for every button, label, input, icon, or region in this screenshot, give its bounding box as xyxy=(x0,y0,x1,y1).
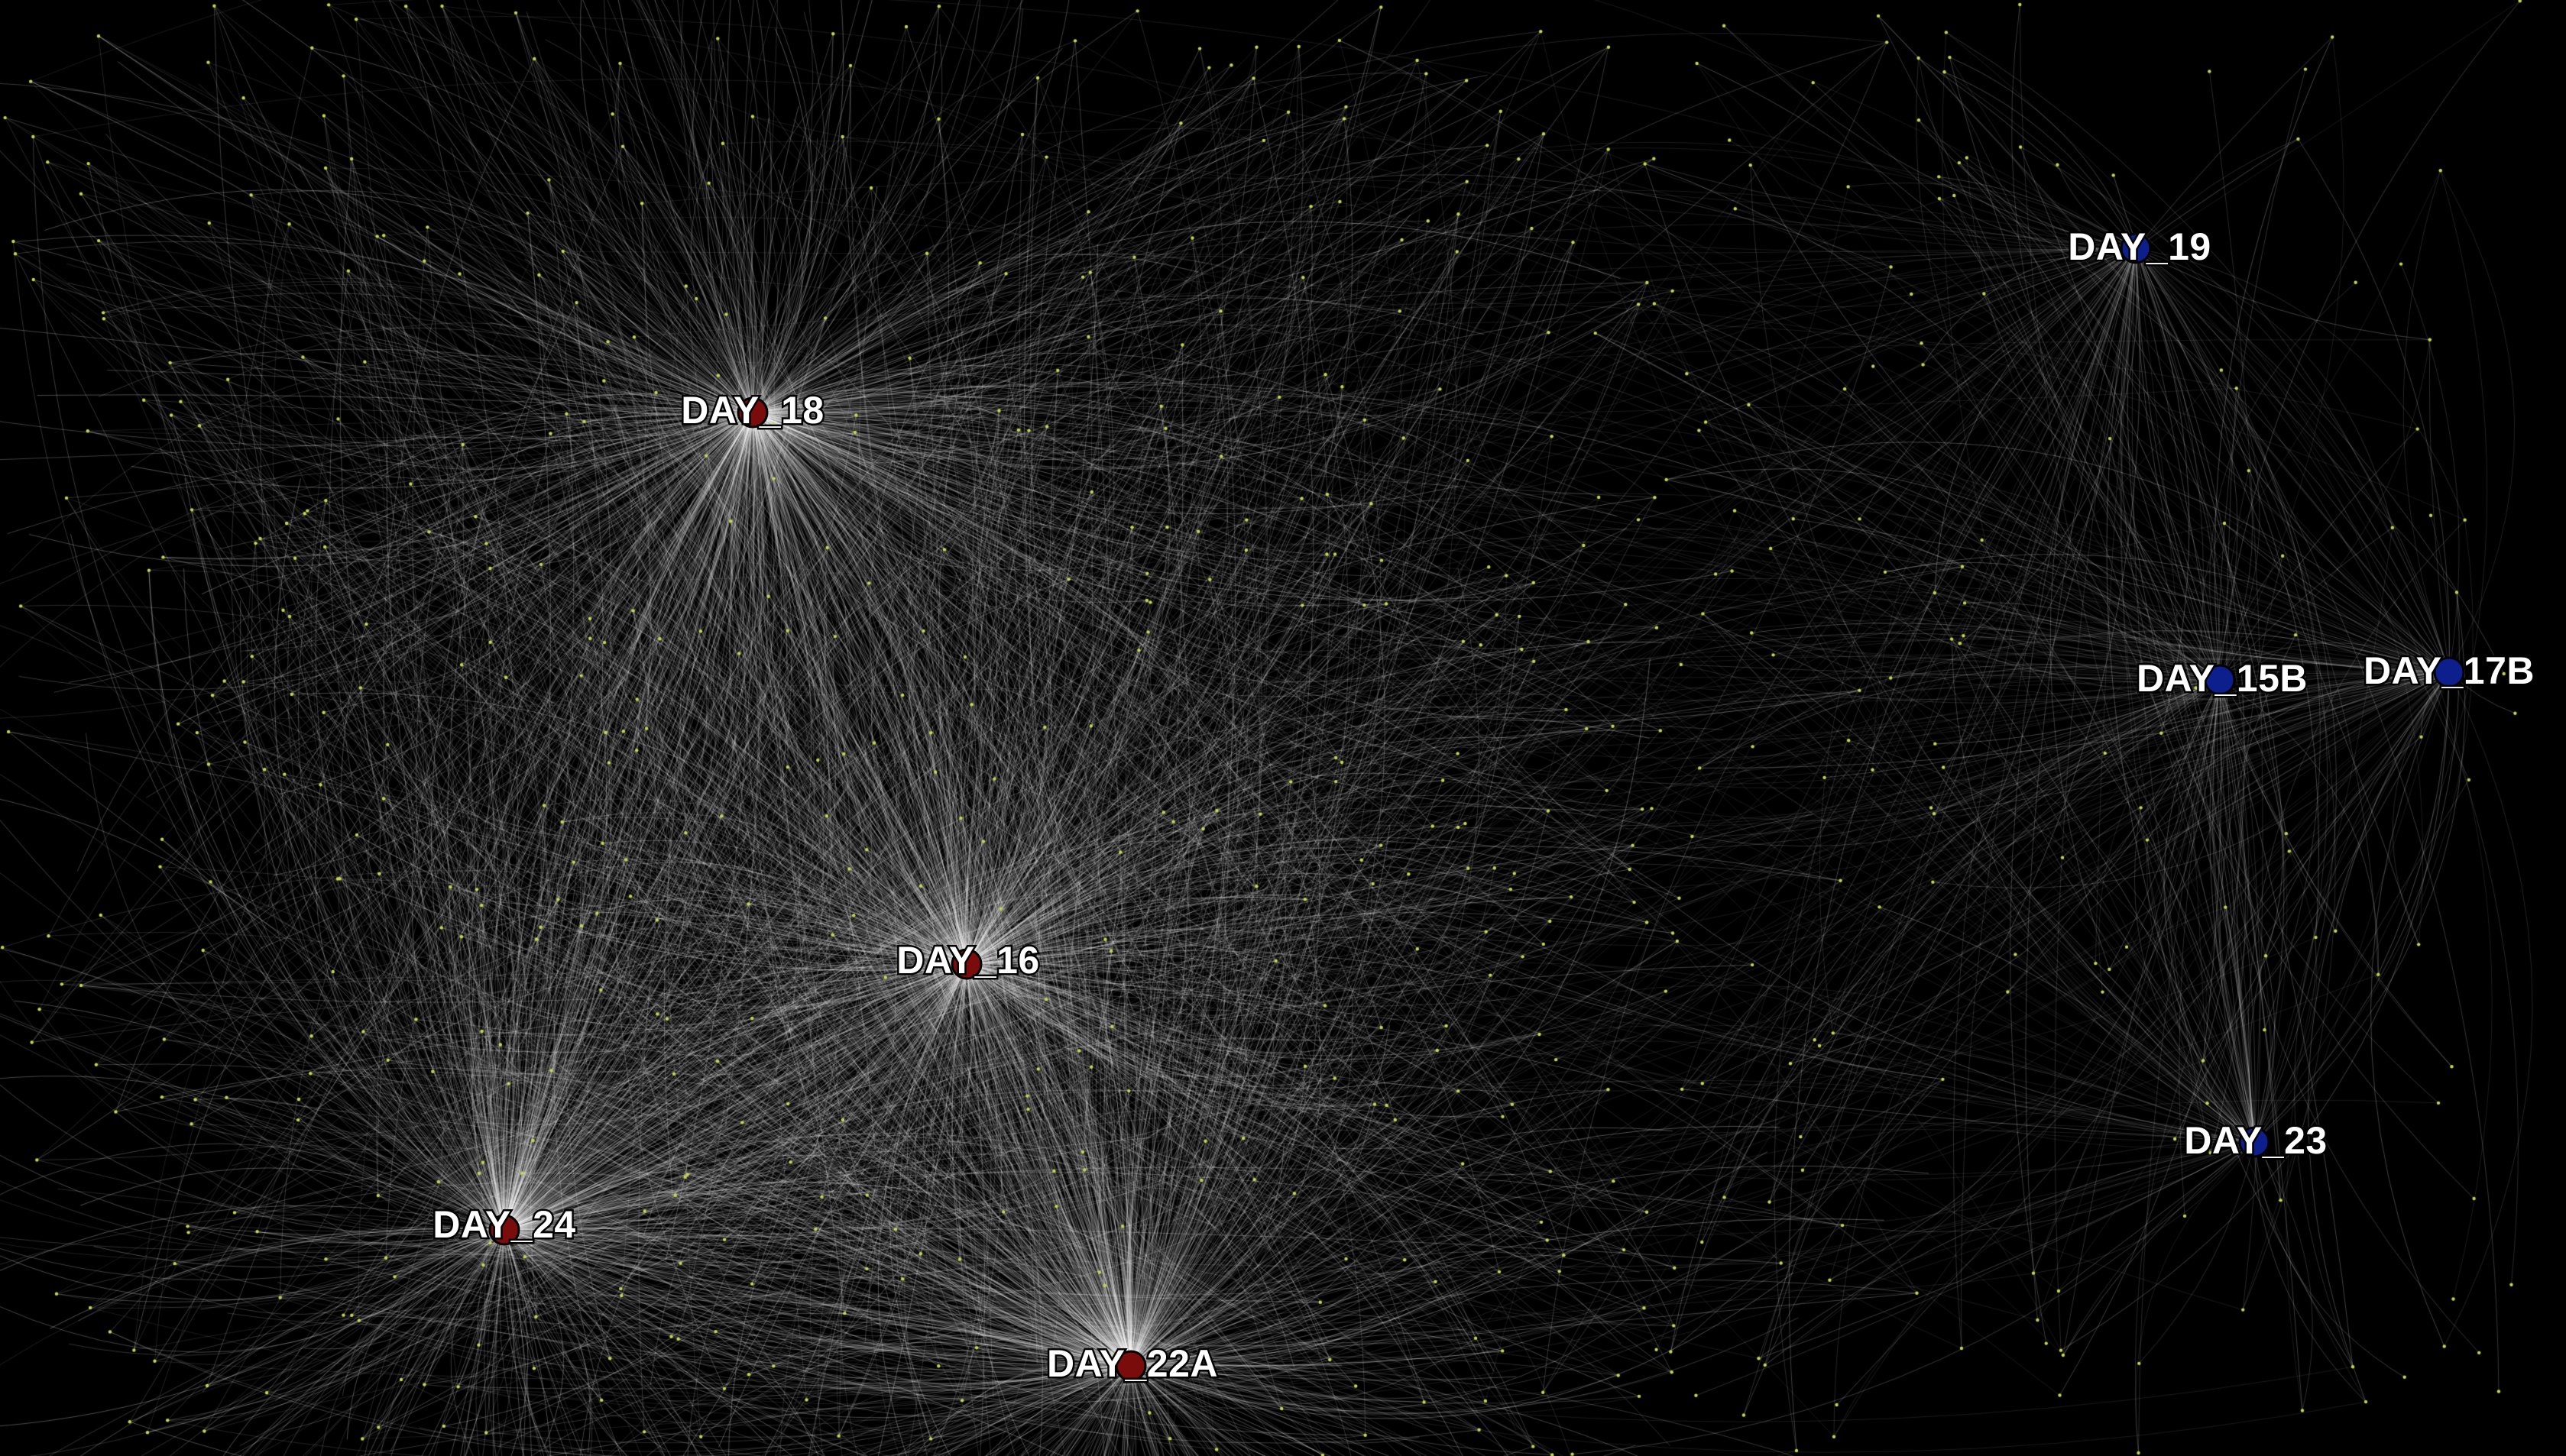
hub-day22a[interactable]: DAY_22A xyxy=(1045,1341,1220,1387)
hub-label: DAY_17B xyxy=(2364,649,2535,692)
hub-node[interactable] xyxy=(951,948,983,980)
hub-label: DAY_22A xyxy=(1047,1342,1218,1385)
hub-day24[interactable]: DAY_24 xyxy=(431,1202,578,1248)
hub-day18[interactable]: DAY_18 xyxy=(679,387,826,434)
hub-node[interactable] xyxy=(488,1214,520,1246)
hub-label: DAY_23 xyxy=(2184,1119,2327,1162)
hub-day16[interactable]: DAY_16 xyxy=(895,937,1042,984)
hub-node[interactable] xyxy=(2120,232,2152,264)
hub-day15b[interactable]: DAY_15B xyxy=(2134,655,2309,702)
hub-label: DAY_15B xyxy=(2137,657,2308,700)
hub-node[interactable] xyxy=(737,396,769,429)
hub-node[interactable] xyxy=(2238,1126,2270,1158)
hub-day19[interactable]: DAY_19 xyxy=(2066,224,2213,270)
hub-label: DAY_16 xyxy=(896,939,1039,982)
hub-day23[interactable]: DAY_23 xyxy=(2182,1118,2329,1164)
hub-node[interactable] xyxy=(2433,656,2465,688)
hub-label: DAY_24 xyxy=(433,1203,575,1246)
hub-label: DAY_19 xyxy=(2068,225,2211,268)
hub-node[interactable] xyxy=(2204,664,2236,696)
hub-node[interactable] xyxy=(1115,1350,1147,1382)
hub-label: DAY_18 xyxy=(681,389,824,432)
hub-day17b[interactable]: DAY_17B xyxy=(2361,648,2536,694)
